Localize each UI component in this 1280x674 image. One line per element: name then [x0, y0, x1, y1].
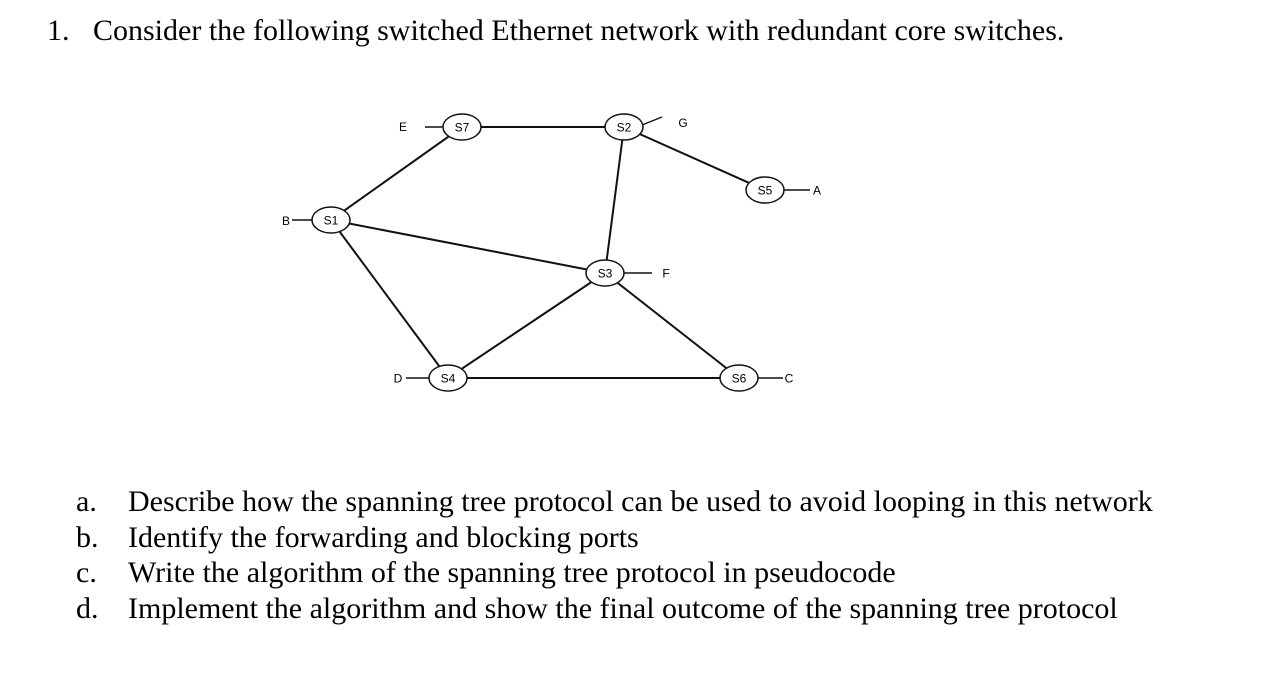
host-f-label: F	[662, 267, 669, 281]
task-marker: c.	[76, 556, 97, 589]
task-text: Identify the forwarding and blocking por…	[128, 520, 639, 554]
task-item-b: b. Identify the forwarding and blocking …	[76, 520, 1268, 556]
host-g-label: G	[678, 116, 687, 130]
link-s1-s3	[330, 219, 606, 274]
switch-s3-label: S3	[598, 267, 613, 281]
task-item-a: a. Describe how the spanning tree protoc…	[76, 484, 1268, 520]
task-marker: d.	[76, 591, 99, 625]
task-text: Describe how the spanning tree protocol …	[128, 485, 1153, 518]
task-item-d: d. Implement the algorithm and show the …	[76, 591, 1268, 627]
switch-s4: S4	[428, 364, 468, 392]
host-c-label: C	[785, 372, 794, 386]
switch-s6-label: S6	[732, 372, 747, 386]
link-s1-s4	[330, 219, 449, 379]
question-text: Consider the following switched Ethernet…	[93, 14, 1065, 47]
link-s4-s3	[447, 272, 606, 379]
switch-s5: S5	[745, 176, 785, 204]
host-d-label: D	[394, 372, 403, 386]
link-s2-s3	[604, 126, 625, 274]
switch-s1-label: S1	[324, 214, 339, 228]
question-number: 1.	[47, 14, 70, 47]
task-text: Write the algorithm of the spanning tree…	[128, 556, 896, 589]
task-marker: a.	[76, 485, 97, 518]
switch-s5-label: S5	[758, 184, 773, 198]
question-header: 1. Consider the following switched Ethern…	[47, 12, 1064, 50]
host-a-label: A	[813, 184, 821, 198]
task-marker: b.	[76, 520, 99, 554]
switch-s3: S3	[585, 259, 625, 287]
link-s2-s5	[623, 126, 766, 191]
switch-s2-label: S2	[617, 121, 632, 135]
task-list: a. Describe how the spanning tree protoc…	[76, 484, 1268, 626]
switch-s4-label: S4	[441, 372, 456, 386]
switch-s7-label: S7	[455, 121, 470, 135]
link-g-s2	[641, 116, 663, 126]
host-e-label: E	[399, 120, 407, 134]
switch-s6: S6	[719, 364, 759, 392]
switch-s1: S1	[311, 206, 351, 234]
link-s3-s6	[604, 272, 740, 379]
link-s1-s7	[330, 126, 463, 221]
host-b-label: B	[282, 214, 290, 228]
switch-s2: S2	[604, 113, 644, 141]
switch-s7: S7	[442, 113, 482, 141]
network-diagram: S1 S7 S2 S5 S3 S4 S6 B E G A F D C	[282, 113, 821, 392]
task-text: Implement the algorithm and show the fin…	[128, 591, 1118, 625]
task-item-c: c. Write the algorithm of the spanning t…	[76, 555, 1268, 591]
